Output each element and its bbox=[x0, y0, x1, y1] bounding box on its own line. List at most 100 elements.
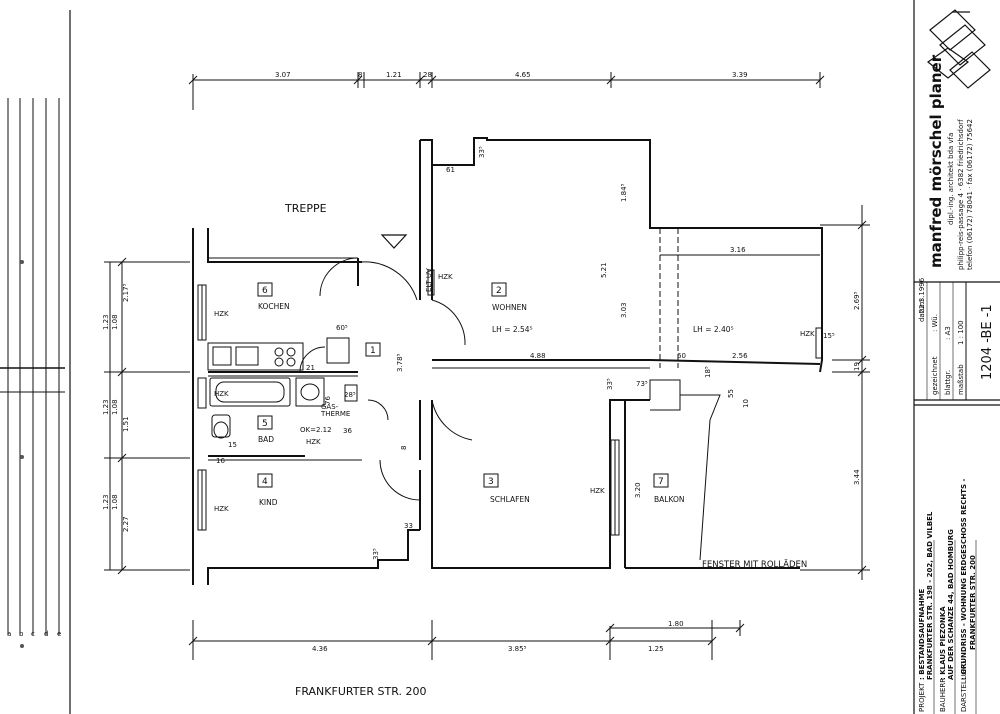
dim-inner-12: 21 bbox=[306, 364, 315, 372]
dim-inner-13: 15 bbox=[228, 441, 237, 449]
dim-inner-8: 2.56 bbox=[732, 352, 748, 360]
dim-bottom-2: 3.85⁵ bbox=[508, 645, 527, 653]
meta-label-gezeichnet: gezeichnet bbox=[931, 356, 939, 395]
room-kochen: 6 KOCHEN bbox=[257, 282, 290, 311]
dim-inner-19: 33 bbox=[404, 522, 413, 530]
room-name: SCHLAFEN bbox=[490, 495, 530, 504]
dim-top-1: 3.07 bbox=[275, 71, 291, 79]
dim-bottom-3: 1.80 bbox=[668, 620, 684, 628]
room-balkon: 7 BALKON bbox=[653, 473, 684, 504]
dim-left-7: 1.23 bbox=[102, 494, 110, 510]
dim-inner-17: 8 bbox=[400, 446, 408, 450]
projekt-label: PROJEKT bbox=[918, 682, 926, 712]
drawing-number: 1204 -BE -1 bbox=[980, 304, 995, 380]
dim-inner-2: 33⁵ bbox=[478, 146, 486, 158]
room-number: 3 bbox=[488, 477, 494, 487]
room-flur: 1 bbox=[365, 342, 381, 357]
bathroom-fixtures bbox=[209, 377, 358, 439]
fenster-label: FENSTER MIT ROLLÄDEN bbox=[702, 559, 807, 570]
firm-name: manfred mörschel planer bbox=[927, 54, 945, 268]
dim-top-5: 4.65 bbox=[515, 71, 531, 79]
dim-inner-7: 60 bbox=[677, 352, 686, 360]
dim-left-2: 1.08 bbox=[111, 314, 119, 330]
room-wohnen: 2 WOHNEN LH = 2.54⁵ bbox=[491, 282, 533, 334]
dim-inner-25: 3.20 bbox=[634, 482, 642, 498]
walls bbox=[192, 137, 823, 585]
gastherme-label-2: THERME bbox=[320, 410, 350, 418]
darstellung-label: DARSTELLUNG bbox=[960, 661, 968, 712]
hzk-label-kind: HZK bbox=[214, 505, 229, 513]
room-height: LH = 2.54⁵ bbox=[492, 325, 533, 334]
bauherr-label: BAUHERR bbox=[939, 678, 947, 712]
projekt-line-2: FRANKFURTER STR. 198 - 202, BAD VILBEL bbox=[926, 511, 934, 680]
dim-inner-22: 18⁵ bbox=[704, 366, 712, 378]
strip-letter-c: c bbox=[31, 630, 35, 638]
title-block bbox=[913, 0, 1000, 714]
projekt-line-1: : BESTANDSAUFNAHME bbox=[918, 588, 926, 680]
strip-letter-e: e bbox=[57, 630, 61, 638]
elt-label: ELT UV bbox=[425, 268, 433, 292]
door-swings bbox=[299, 257, 473, 501]
dim-inner-14: 28⁵ bbox=[344, 391, 356, 399]
meta-value-blattgr: : A3 bbox=[944, 326, 952, 340]
room-number: 7 bbox=[658, 477, 664, 487]
dim-inner-23: 10 bbox=[742, 399, 750, 408]
meta-value-massstab: 1 : 100 bbox=[957, 320, 965, 345]
dim-left-1: 1.23 bbox=[102, 314, 110, 330]
dim-inner-18: 16 bbox=[216, 457, 225, 465]
hzk-label-schlafen: HZK bbox=[590, 487, 605, 495]
dim-inner-3: 1.84⁵ bbox=[620, 183, 628, 202]
dim-left-3: 2.17⁵ bbox=[122, 283, 130, 302]
dim-inner-10: 60⁵ bbox=[336, 324, 348, 332]
bottom-dimension-chain bbox=[188, 620, 745, 660]
dim-left-4: 1.23 bbox=[102, 399, 110, 415]
dim-left-9: 2.27 bbox=[122, 516, 130, 532]
dim-top-2: 8 bbox=[358, 71, 362, 79]
room-bad: 5 BAD bbox=[257, 415, 274, 444]
dim-top-6: 3.39 bbox=[732, 71, 748, 79]
meta-value-datum: : 22.3.1996 bbox=[918, 277, 926, 318]
firm-phone: telefon (06172) 78041 · fax (06172) 7564… bbox=[966, 119, 974, 270]
dim-left-6: 1.51 bbox=[122, 416, 130, 432]
room-number: 6 bbox=[262, 286, 268, 296]
dim-bottom-4: 1.25 bbox=[648, 645, 664, 653]
strip-letter-a: a bbox=[7, 630, 11, 638]
dim-inner-21: 73⁵ bbox=[636, 380, 648, 388]
dim-left-8: 1.08 bbox=[111, 494, 119, 510]
bauherr-line-1: : KLAUS PIEZONKA bbox=[939, 606, 947, 680]
dim-inner-9: 3.03 bbox=[620, 302, 628, 318]
firm-logo-icon bbox=[926, 9, 991, 89]
firm-address: philipp-reis-passage 4 · 6382 friedrichs… bbox=[957, 119, 965, 270]
firm-subtitle: dipl.-ing. architekt bda vfa bbox=[947, 133, 955, 225]
kitchen-fixtures bbox=[207, 337, 350, 371]
dim-inner-5: 3.16 bbox=[730, 246, 746, 254]
strip-letter-b: b bbox=[19, 630, 24, 638]
bauherr-line-2: AUF DER SCHANZE 44, BAD HOMBURG bbox=[947, 529, 955, 680]
dim-inner-11: 3.78⁵ bbox=[396, 353, 404, 372]
hzk-label-bad: HZK bbox=[214, 390, 229, 398]
darstellung-line-2: FRANKFURTER STR. 200 bbox=[969, 555, 977, 650]
dim-inner-27: 33⁵ bbox=[606, 378, 614, 390]
windows bbox=[197, 269, 823, 536]
dim-inner-26: 15⁵ bbox=[823, 332, 835, 340]
dim-inner-24: 55 bbox=[727, 389, 735, 398]
dim-inner-6: 4.88 bbox=[530, 352, 546, 360]
balcony-outline bbox=[432, 228, 820, 561]
meta-label-massstab: maßstab bbox=[957, 364, 965, 395]
dim-left-5: 1.08 bbox=[111, 399, 119, 415]
dim-inner-4: 5.21 bbox=[600, 262, 608, 278]
dim-right-1: 2.69⁵ bbox=[853, 291, 861, 310]
room-name: BAD bbox=[258, 435, 274, 444]
dim-bottom-1: 4.36 bbox=[312, 645, 328, 653]
dim-right-3: 3.44 bbox=[853, 469, 861, 485]
right-dimension-chain bbox=[800, 205, 870, 580]
room-name: WOHNEN bbox=[492, 303, 527, 312]
room-name: KIND bbox=[259, 498, 278, 507]
hzk-label-wohnen2: HZK bbox=[800, 330, 815, 338]
ok-bad-label: OK=2.12 bbox=[300, 426, 332, 434]
room-number: 5 bbox=[262, 419, 268, 429]
dim-inner-16: 36 bbox=[343, 427, 352, 435]
room-kind: 4 KIND bbox=[257, 473, 278, 507]
left-dimension-chain bbox=[104, 257, 190, 575]
